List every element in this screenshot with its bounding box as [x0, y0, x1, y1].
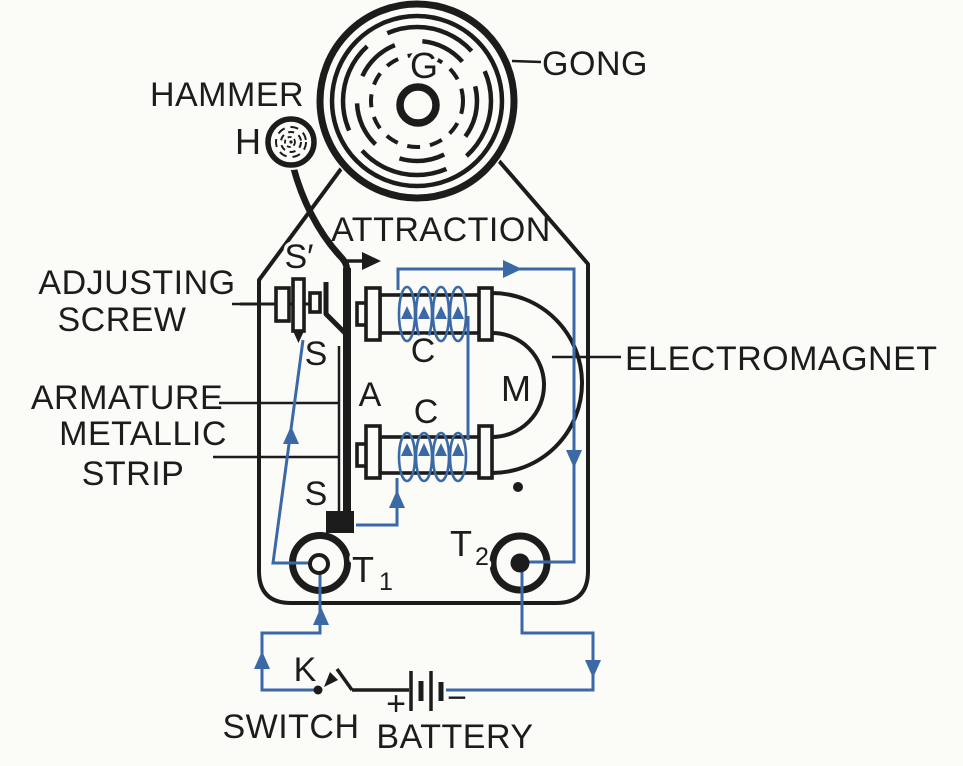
letter-armature-a: A: [359, 376, 382, 414]
letter-core-m: M: [501, 368, 531, 409]
letter-strip-s: S: [305, 475, 328, 513]
coil-lower: [397, 431, 468, 483]
label-switch: SWITCH: [222, 708, 359, 746]
letter-hammer-h: H: [235, 121, 261, 162]
coil-current-arrows: [401, 306, 464, 456]
letter-terminal-t2: T 2: [447, 520, 493, 575]
label-adjusting-screw-1: ADJUSTING: [38, 264, 235, 302]
hammer-head: [263, 114, 319, 170]
coil-upper: [397, 285, 468, 343]
letter-coil-c-bottom: C: [414, 393, 439, 431]
letter-switch-k: K: [294, 651, 317, 689]
label-adjusting-screw-2: SCREW: [57, 301, 186, 339]
battery: [352, 671, 444, 711]
current-arrow-diagonal-up: [283, 426, 299, 444]
current-arrow-feed-up: [389, 490, 405, 508]
lower-pole-cap-left: [364, 424, 382, 480]
letter-terminal-t1: T 1: [349, 546, 397, 600]
adjusting-screw: [240, 277, 347, 343]
label-armature: ARMATURE: [31, 379, 223, 417]
letter-coil-c-top: C: [411, 332, 436, 370]
lower-pole-cap-right: [477, 424, 494, 480]
strip-base-block: [326, 511, 354, 533]
letter-gong-g: G: [410, 45, 438, 86]
current-arrow-left-up: [254, 651, 270, 669]
label-battery: BATTERY: [376, 718, 533, 756]
label-gong: GONG: [542, 45, 648, 83]
svg-text:2: 2: [475, 543, 489, 571]
wire-t1-to-screw: [271, 339, 312, 565]
gong: [315, 0, 519, 203]
contact-bracket: [323, 282, 347, 335]
letter-contact-s: S: [305, 335, 328, 373]
electromagnet: [355, 286, 584, 492]
svg-text:T: T: [352, 549, 374, 590]
wire-block-to-coil: [356, 478, 399, 527]
current-arrow-bottom-down: [585, 660, 601, 678]
label-attraction: ATTRACTION: [331, 211, 551, 249]
battery-plus-sign: +: [386, 685, 406, 723]
core-outer-arc: [491, 291, 584, 475]
switch-pivot-dot: [313, 685, 323, 695]
current-arrow-top-right: [503, 260, 522, 278]
current-arrows: [254, 260, 601, 678]
switch-blade: [335, 667, 354, 692]
wire-top-loop: [396, 267, 576, 564]
current-arrow-right-down: [566, 450, 582, 468]
screw-tip: [293, 331, 304, 343]
gong-pointer-line: [511, 59, 542, 64]
label-metallic-strip-1: METALLIC: [59, 415, 227, 453]
terminal-t1-center: [308, 553, 330, 575]
battery-minus-sign: −: [447, 679, 467, 717]
frame-outline: [257, 64, 590, 605]
core-inner-arc: [491, 331, 546, 439]
letter-screw-s-prime: S′: [284, 238, 313, 276]
svg-text:T: T: [450, 523, 472, 564]
upper-pole-cap-right: [477, 286, 494, 342]
svg-text:1: 1: [379, 568, 393, 596]
label-electromagnet: ELECTROMAGNET: [625, 340, 938, 378]
wire-t2-external: [446, 566, 595, 692]
label-metallic-strip-2: STRIP: [82, 455, 185, 493]
current-arrow-t1-up: [313, 607, 329, 625]
gong-hub: [396, 83, 440, 127]
terminal-t2-center: [510, 553, 530, 573]
label-hammer: HAMMER: [150, 76, 304, 114]
hammer-rod: [289, 165, 351, 273]
attraction-arrow: [346, 252, 381, 270]
mount-dot: [513, 482, 523, 492]
circuit-wires: [254, 260, 601, 692]
switch-motion-arrow: [324, 672, 338, 687]
upper-pole-cap-left: [364, 286, 382, 342]
switch: [313, 667, 354, 695]
